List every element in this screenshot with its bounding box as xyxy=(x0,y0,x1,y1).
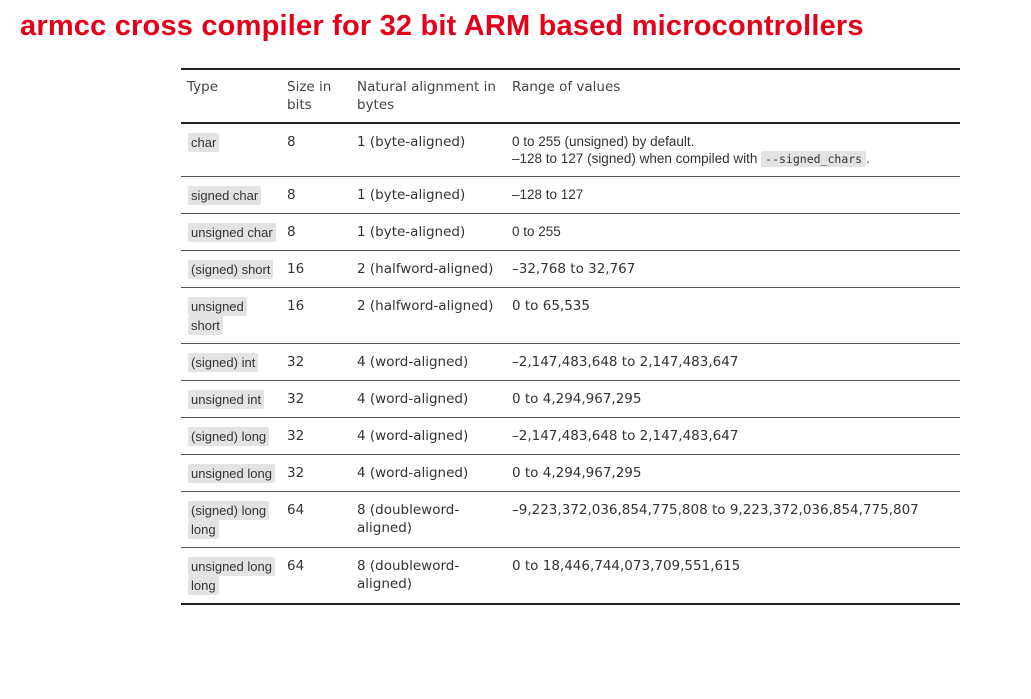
type-name: (signed) int xyxy=(188,353,259,372)
type-name: (signed) long xyxy=(188,427,270,446)
type-name: char xyxy=(188,133,220,152)
table-header: Type Size in bits Natural alignment in b… xyxy=(181,69,960,123)
type-name: unsigned long xyxy=(188,464,275,483)
header-range: Range of values xyxy=(512,79,621,95)
table-row: unsigned short 16 2 (halfword-aligned) 0… xyxy=(181,288,960,344)
alignment-cell: 1 (byte-aligned) xyxy=(357,134,466,150)
data-types-table-container: Type Size in bits Natural alignment in b… xyxy=(181,68,960,605)
size-cell: 8 xyxy=(287,224,296,240)
alignment-cell: 4 (word-aligned) xyxy=(357,391,469,407)
table-row: (signed) long long 64 8 (doubleword-alig… xyxy=(181,492,960,548)
alignment-cell: 2 (halfword-aligned) xyxy=(357,261,494,277)
alignment-cell: 8 (doubleword-aligned) xyxy=(357,558,460,592)
header-type: Type xyxy=(187,79,219,95)
alignment-cell: 2 (halfword-aligned) xyxy=(357,298,494,314)
type-name: unsigned int xyxy=(188,390,265,409)
table-row: unsigned int 32 4 (word-aligned) 0 to 4,… xyxy=(181,381,960,418)
table-row: signed char 8 1 (byte-aligned) –128 to 1… xyxy=(181,177,960,214)
alignment-cell: 1 (byte-aligned) xyxy=(357,187,466,203)
type-cell: (signed) long xyxy=(181,418,281,455)
size-cell: 64 xyxy=(287,502,305,518)
range-cell: –9,223,372,036,854,775,808 to 9,223,372,… xyxy=(512,502,919,518)
alignment-cell: 1 (byte-aligned) xyxy=(357,224,466,240)
size-cell: 64 xyxy=(287,558,305,574)
type-cell: unsigned long xyxy=(181,455,281,492)
range-line: 0 to 255 (unsigned) by default. xyxy=(512,134,695,149)
type-name: (signed) short xyxy=(188,260,274,279)
type-cell: unsigned short xyxy=(181,288,281,344)
type-cell: (signed) int xyxy=(181,344,281,381)
table-row: unsigned long long 64 8 (doubleword-alig… xyxy=(181,548,960,605)
range-line: –128 to 127 (signed) when compiled with … xyxy=(512,150,954,168)
table-row: (signed) short 16 2 (halfword-aligned) –… xyxy=(181,251,960,288)
range-cell: –32,768 to 32,767 xyxy=(512,261,636,277)
data-types-table: Type Size in bits Natural alignment in b… xyxy=(181,68,960,605)
header-row: Type Size in bits Natural alignment in b… xyxy=(181,69,960,123)
table-row: (signed) int 32 4 (word-aligned) –2,147,… xyxy=(181,344,960,381)
slide-title: armcc cross compiler for 32 bit ARM base… xyxy=(20,10,864,42)
type-cell: unsigned int xyxy=(181,381,281,418)
table-body: char 8 1 (byte-aligned) 0 to 255 (unsign… xyxy=(181,123,960,604)
type-cell: signed char xyxy=(181,177,281,214)
type-name: unsigned short xyxy=(188,297,247,335)
range-cell: 0 to 255 xyxy=(512,224,561,239)
range-cell: 0 to 65,535 xyxy=(512,298,590,314)
table-row: (signed) long 32 4 (word-aligned) –2,147… xyxy=(181,418,960,455)
alignment-cell: 4 (word-aligned) xyxy=(357,428,469,444)
type-name: unsigned char xyxy=(188,223,276,242)
table-row: unsigned long 32 4 (word-aligned) 0 to 4… xyxy=(181,455,960,492)
size-cell: 32 xyxy=(287,391,305,407)
type-cell: unsigned long long xyxy=(181,548,281,605)
table-row: char 8 1 (byte-aligned) 0 to 255 (unsign… xyxy=(181,123,960,177)
type-name: (signed) long long xyxy=(188,501,270,539)
table-row: unsigned char 8 1 (byte-aligned) 0 to 25… xyxy=(181,214,960,251)
range-cell: 0 to 4,294,967,295 xyxy=(512,465,642,481)
alignment-cell: 4 (word-aligned) xyxy=(357,465,469,481)
alignment-cell: 8 (doubleword-aligned) xyxy=(357,502,460,536)
size-cell: 32 xyxy=(287,465,305,481)
range-cell: –128 to 127 xyxy=(512,187,584,202)
size-cell: 8 xyxy=(287,134,296,150)
range-text: –128 to 127 (signed) when compiled with xyxy=(512,151,762,166)
size-cell: 16 xyxy=(287,261,305,277)
alignment-cell: 4 (word-aligned) xyxy=(357,354,469,370)
size-cell: 32 xyxy=(287,428,305,444)
range-suffix: . xyxy=(866,151,870,166)
slide-corner-watermark xyxy=(24,690,84,699)
type-cell: (signed) short xyxy=(181,251,281,288)
range-cell: –2,147,483,648 to 2,147,483,647 xyxy=(512,354,739,370)
compiler-flag-code: --signed_chars xyxy=(761,151,867,167)
range-cell: –2,147,483,648 to 2,147,483,647 xyxy=(512,428,739,444)
size-cell: 16 xyxy=(287,298,305,314)
range-cell: 0 to 18,446,744,073,709,551,615 xyxy=(512,558,741,574)
type-name: signed char xyxy=(188,186,262,205)
range-cell: 0 to 4,294,967,295 xyxy=(512,391,642,407)
header-alignment: Natural alignment in bytes xyxy=(357,79,496,113)
type-name: unsigned long long xyxy=(188,557,275,595)
type-cell: char xyxy=(181,123,281,177)
type-cell: unsigned char xyxy=(181,214,281,251)
type-cell: (signed) long long xyxy=(181,492,281,548)
size-cell: 8 xyxy=(287,187,296,203)
size-cell: 32 xyxy=(287,354,305,370)
header-size: Size in bits xyxy=(287,79,332,113)
range-cell: 0 to 255 (unsigned) by default. –128 to … xyxy=(506,123,960,177)
